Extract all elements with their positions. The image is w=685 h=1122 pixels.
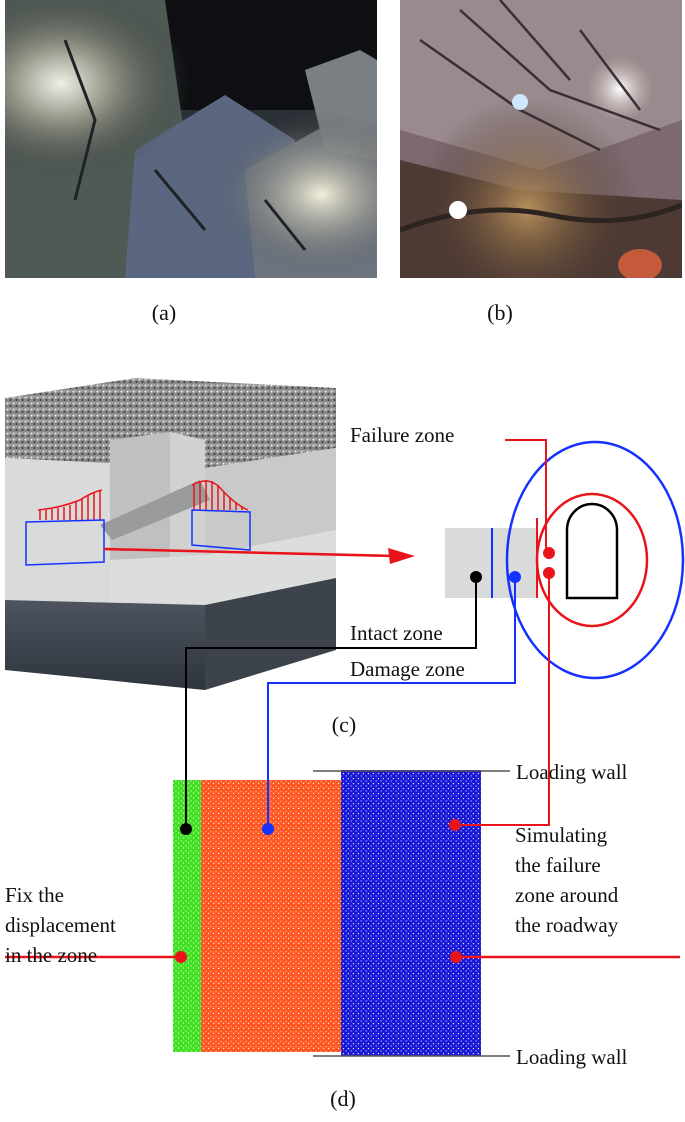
block-3d [5, 378, 336, 690]
particles-damage-zone [201, 780, 341, 1052]
particles-failure-zone [341, 770, 481, 1056]
block-top-gravel [5, 378, 336, 468]
block-tunnel [100, 480, 210, 540]
photo-a-collapsed-rock [5, 0, 377, 278]
fix-line-2: displacement [5, 913, 116, 937]
simulating-point [450, 951, 462, 963]
sim-line-2: the failure [515, 853, 601, 877]
intact-model-point [180, 823, 192, 835]
block-front-face [5, 458, 205, 605]
fix-displacement-point [175, 951, 187, 963]
failure-point-lower [543, 567, 555, 579]
caption-b: (b) [487, 300, 513, 325]
particles-intact-zone [173, 780, 201, 1052]
leader-failure-model [455, 573, 550, 826]
block-cutout-back [110, 432, 170, 565]
failure-zone-ellipse [535, 492, 649, 628]
damage-point [509, 571, 521, 583]
arrow-to-zone-diagram [103, 547, 415, 564]
block-right-face [205, 448, 336, 605]
caption-a: (a) [151, 300, 177, 325]
failure-model-point [449, 819, 461, 831]
damage-zone-ellipse [505, 440, 685, 680]
block-cutout-floor [110, 530, 336, 605]
sample-box-left [25, 519, 105, 566]
zone-diagram [445, 440, 685, 680]
failure-point-upper [543, 547, 555, 559]
stress-curve-left [37, 489, 103, 520]
intact-rock-block [445, 528, 537, 598]
leader-damage [267, 577, 516, 829]
block-cutout-side [170, 432, 205, 560]
block-base-front [5, 600, 205, 690]
label-fix-displacement: Fix the displacement in the zone [5, 880, 116, 970]
photo-a-art [5, 0, 377, 278]
label-simulating-failure-zone: Simulating the failure zone around the r… [515, 820, 618, 940]
label-failure-zone: Failure zone [350, 423, 455, 447]
sim-line-4: the roadway [515, 913, 619, 937]
photo-b-roadway-roof [400, 0, 682, 278]
fix-line-1: Fix the [5, 883, 64, 907]
roadway-outline [565, 502, 619, 600]
leader-failure [505, 439, 547, 555]
label-loading-wall-top: Loading wall [516, 760, 628, 784]
label-damage-zone: Damage zone [350, 657, 465, 681]
sim-line-3: zone around [515, 883, 619, 907]
sample-box-right [191, 509, 251, 551]
fix-line-3: in the zone [5, 943, 98, 967]
stress-curve-right [191, 480, 249, 511]
label-loading-wall-bottom: Loading wall [516, 1045, 628, 1069]
caption-c: (c) [331, 712, 357, 737]
block-base-right [205, 578, 336, 690]
intact-point [470, 571, 482, 583]
photo-b-art [400, 0, 682, 278]
caption-d: (d) [330, 1086, 356, 1111]
label-intact-zone: Intact zone [350, 621, 443, 645]
damage-model-point [262, 823, 274, 835]
leader-intact [185, 577, 477, 829]
sim-line-1: Simulating [515, 823, 608, 847]
